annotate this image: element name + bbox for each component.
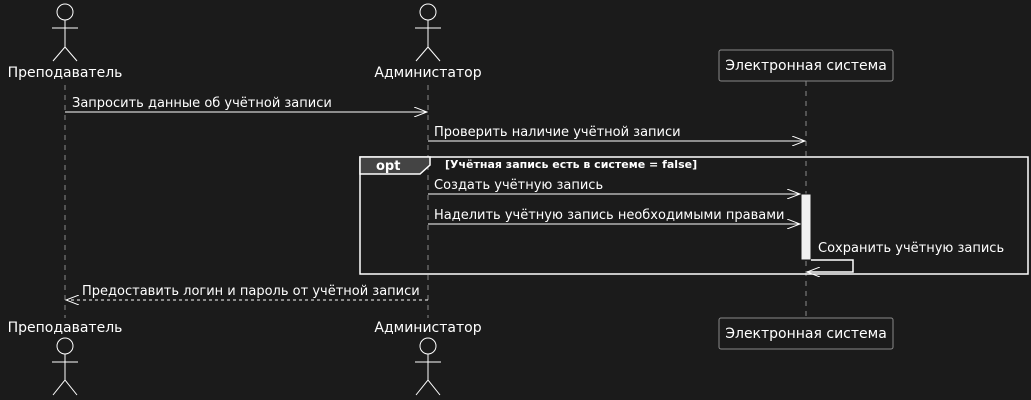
participant-system-top-box xyxy=(718,49,894,82)
actor-head-icon xyxy=(419,337,437,355)
opt-fragment-keyword: opt xyxy=(376,159,400,174)
actor-admin-bottom xyxy=(415,337,441,396)
opt-fragment-tab xyxy=(359,156,431,175)
participant-teacher-top: Преподаватель xyxy=(8,65,123,81)
opt-fragment-guard: [Учётная запись есть в системе = false] xyxy=(445,158,697,171)
participant-teacher-bottom: Преподаватель xyxy=(8,320,123,336)
actor-head-icon xyxy=(56,337,74,355)
participant-admin-top: Администатор xyxy=(374,65,481,81)
actor-teacher-top xyxy=(52,3,78,62)
participant-system-bottom: Электронная система xyxy=(725,326,887,342)
message-3-label: Создать учётную запись xyxy=(434,178,603,193)
message-2-label: Проверить наличие учётной записи xyxy=(434,125,681,140)
participant-admin-bottom: Администатор xyxy=(374,320,481,336)
opt-fragment xyxy=(359,156,1029,275)
message-5-label: Сохранить учётную запись xyxy=(818,241,1004,256)
participant-system-top: Электронная система xyxy=(725,58,887,74)
message-5-arrow xyxy=(807,259,854,272)
participant-system-bottom-box xyxy=(718,317,894,350)
message-4-label: Наделить учётную запись необходимыми пра… xyxy=(434,208,784,223)
actor-admin-top xyxy=(415,3,441,62)
message-6-label: Предоставить логин и пароль от учётной з… xyxy=(82,284,420,299)
message-1-label: Запросить данные об учётной записи xyxy=(72,96,332,111)
actor-head-icon xyxy=(419,3,437,21)
actor-head-icon xyxy=(56,3,74,21)
actor-teacher-bottom xyxy=(52,337,78,396)
activation-bar-system xyxy=(800,193,812,261)
